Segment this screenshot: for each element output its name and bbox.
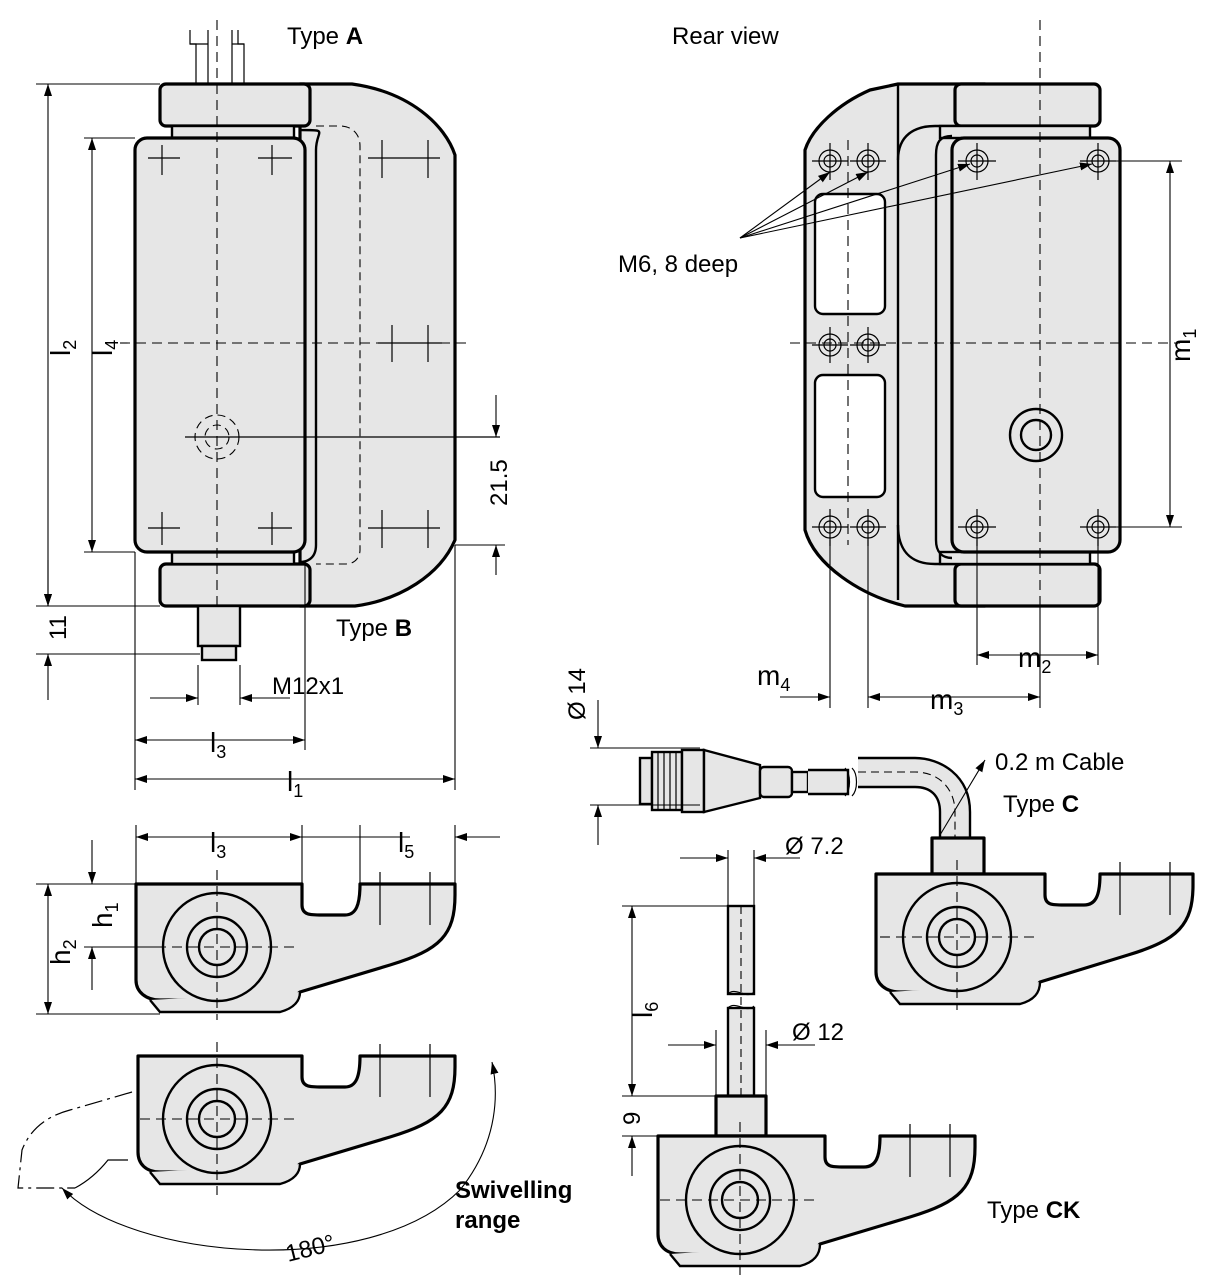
dim-m2: m2 [1018,642,1051,677]
dim-21-5: 21.5 [486,459,513,506]
dia-12: Ø 12 [792,1019,844,1046]
side-view [134,870,457,1020]
front-dimensions [36,83,505,790]
hinge-body-outline [298,82,457,608]
rear-window-top [813,192,887,316]
top-lug [158,82,312,128]
thread-callout-leaders [739,162,1093,239]
dim-l5: l5 [398,827,414,862]
leaf-plate [133,136,307,554]
dim-l1: l1 [287,766,303,801]
bottom-connector [196,604,242,648]
dia-7-2: Ø 7.2 [785,833,844,860]
dim-l6: l6 [627,1002,662,1018]
type-c-label: Type C [1003,791,1079,818]
rear-view-title: Rear view [672,23,779,50]
dia-14: Ø 14 [564,668,591,720]
rear-top-lug [953,82,1102,128]
front-view [120,20,500,662]
rear-view [790,20,1180,608]
dim-m4: m4 [757,660,790,695]
type-ck-label: Type CK [987,1197,1081,1224]
m6-callout: M6, 8 deep [618,251,738,278]
side-body [134,882,457,1002]
dim-l3-side: l3 [210,827,226,862]
dim-h1: h1 [87,902,122,928]
swivel-range-line1: Swivelling [455,1177,572,1204]
dim-11: 11 [45,615,72,640]
rear-leaf-plate [950,136,1122,554]
dim-l2: l2 [45,340,80,356]
dim-l3-front: l3 [210,727,226,762]
rear-dimensions [780,160,1182,708]
dim-m1: m1 [1165,329,1200,362]
m12-thread-label: M12x1 [272,673,344,700]
threaded-holes [812,143,1116,546]
type-c-dimensions [590,700,986,845]
bottom-lug [158,562,312,608]
swivel-view [17,1042,499,1251]
cable-callout: 0.2 m Cable [995,749,1124,776]
dim-9: 9 [619,1112,646,1125]
type-b-label: Type B [336,615,412,642]
type-ck-dimensions [622,850,815,1176]
dim-l4: l4 [87,340,122,356]
swivel-range-line2: range [455,1207,520,1234]
rear-window-bottom [813,373,887,499]
swivel-angle: 180° [283,1230,338,1268]
type-a-label: Type A [287,23,363,50]
type-c-connector [638,748,1195,1010]
dim-m3: m3 [930,684,963,719]
dim-h2: h2 [45,939,80,965]
swivel-body [136,1054,457,1174]
type-ck-assembly [656,904,977,1275]
side-dimensions [36,825,500,1015]
top-connector-stub [189,30,245,84]
